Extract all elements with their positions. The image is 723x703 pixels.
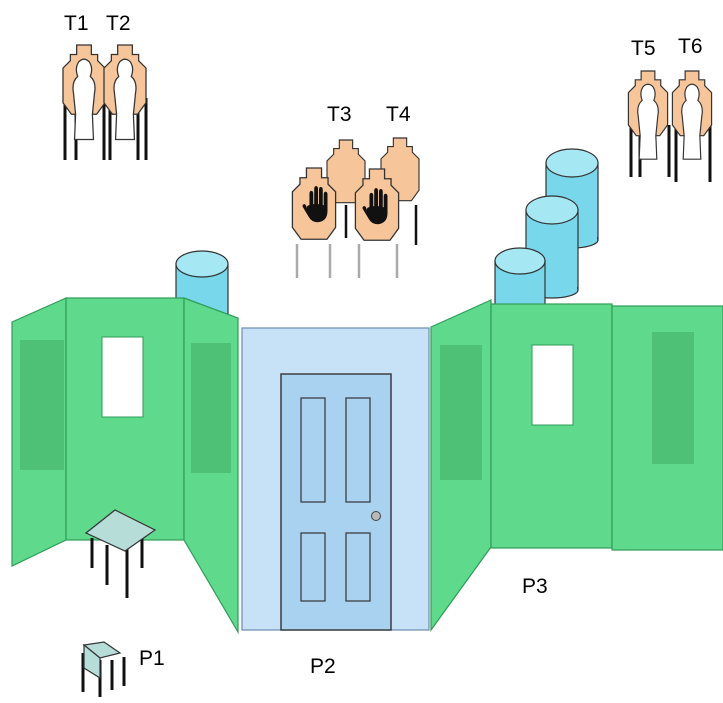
wall-right-center — [490, 303, 613, 549]
table — [84, 509, 157, 598]
label-t2: T2 — [106, 12, 131, 35]
wall-right-angled — [430, 299, 492, 632]
label-t4: T4 — [386, 103, 411, 126]
label-p3: P3 — [522, 575, 548, 598]
barrel-right-front — [494, 247, 546, 307]
wall-left-outer — [11, 297, 67, 567]
label-t1: T1 — [64, 12, 89, 35]
window-left — [101, 336, 144, 418]
target-t6 — [672, 71, 711, 159]
target-t5 — [628, 71, 667, 159]
label-p1: P1 — [139, 647, 165, 670]
chair — [81, 641, 126, 697]
label-t5: T5 — [631, 37, 656, 60]
label-p2: P2 — [310, 655, 336, 678]
wall-right-end — [611, 305, 723, 551]
label-t3: T3 — [327, 103, 352, 126]
label-t6: T6 — [678, 35, 703, 58]
window-right — [531, 344, 574, 426]
wall-left-inner — [183, 297, 239, 635]
door — [280, 373, 392, 631]
barrel-right-middle — [525, 195, 579, 299]
target-t1 — [63, 45, 105, 140]
target-stands-t3-t4 — [295, 205, 418, 278]
wall-left-center — [65, 297, 185, 541]
target-stand-t5-t6 — [629, 125, 712, 182]
door-knob — [371, 511, 381, 521]
